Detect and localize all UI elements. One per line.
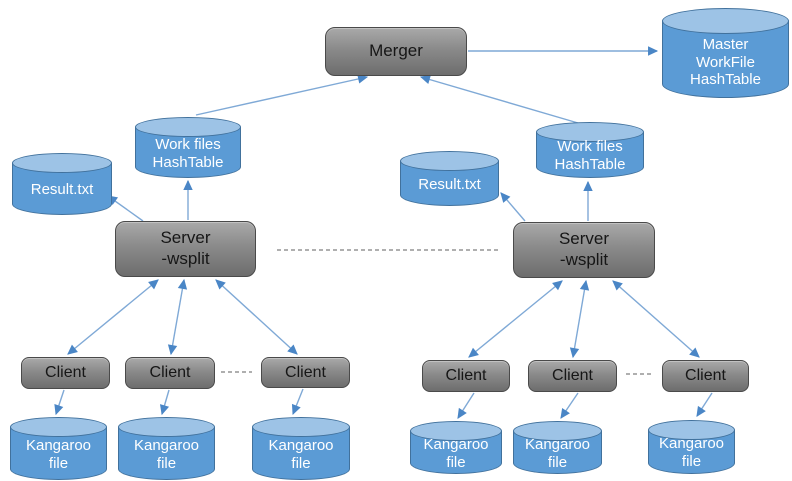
right-workfiles-hashtable-node: Work files HashTable: [536, 122, 644, 178]
edge-right-client2-kangaroo2: [560, 392, 579, 419]
left-client-1-label: Client: [45, 364, 86, 382]
cylinder-top: [513, 421, 602, 441]
left-client-3-node: Client: [261, 357, 350, 388]
cylinder-top: [648, 420, 735, 440]
cylinder-top: [252, 417, 350, 437]
cylinder-top: [10, 417, 107, 437]
right-client-3-node: Client: [662, 360, 749, 392]
right-server-label: Server -wsplit: [558, 229, 610, 269]
cylinder-top: [118, 417, 215, 437]
cylinder-top: [662, 8, 789, 34]
right-client-3-label: Client: [685, 367, 726, 385]
right-kangaroo-file-1-label: Kangaroo file: [423, 435, 489, 471]
right-kangaroo-file-1-node: Kangaroo file: [410, 421, 502, 474]
cylinder-top: [410, 421, 502, 441]
left-client-2-label: Client: [149, 364, 191, 382]
right-server-node: Server -wsplit: [513, 222, 655, 278]
right-kangaroo-file-3-label: Kangaroo file: [658, 435, 725, 470]
edge-left-server-client-1: [67, 279, 159, 355]
edge-right-server-client-3: [612, 280, 700, 358]
edge-left-client2-kangaroo2: [159, 389, 170, 416]
left-client-2-node: Client: [125, 357, 215, 389]
right-kangaroo-file-2-node: Kangaroo file: [513, 421, 602, 474]
cylinder-top: [536, 122, 644, 142]
left-workfiles-hashtable-label: Work files HashTable: [152, 135, 224, 171]
left-kangaroo-file-1-node: Kangaroo file: [10, 417, 107, 480]
left-kangaroo-file-3-label: Kangaroo file: [268, 436, 334, 472]
edge-left-workfiles-to-merger: [195, 74, 369, 116]
edge-left-server-client-3: [215, 279, 298, 355]
right-client-2-label: Client: [552, 367, 593, 385]
cylinder-top: [135, 117, 241, 137]
left-client-3-label: Client: [285, 363, 326, 381]
left-kangaroo-file-2-node: Kangaroo file: [118, 417, 215, 480]
edge-right-server-client-1: [468, 280, 563, 358]
right-workfiles-hashtable-label: Work files HashTable: [554, 138, 626, 173]
right-client-1-label: Client: [445, 367, 487, 385]
merger-label: Merger: [369, 41, 423, 61]
left-kangaroo-file-1-label: Kangaroo file: [25, 436, 92, 472]
edge-right-server-client-2: [569, 279, 590, 359]
left-kangaroo-file-2-label: Kangaroo file: [133, 436, 200, 472]
right-client-1-node: Client: [422, 360, 510, 392]
right-kangaroo-file-2-label: Kangaroo file: [524, 435, 591, 471]
cylinder-top: [12, 153, 112, 173]
edge-left-server-client-2: [167, 278, 188, 356]
edge-right-client3-kangaroo3: [696, 392, 713, 417]
right-client-2-node: Client: [528, 360, 617, 392]
cylinder-top: [400, 151, 499, 171]
edge-right-server-to-result: [500, 192, 526, 222]
left-kangaroo-file-3-node: Kangaroo file: [252, 417, 350, 480]
left-result-file-label: Result.txt: [30, 181, 94, 199]
edge-right-client1-kangaroo1: [457, 392, 475, 419]
master-workfile-hashtable-label: Master WorkFile HashTable: [690, 35, 761, 89]
right-result-file-label: Result.txt: [418, 175, 481, 193]
edge-left-server-to-result: [107, 195, 144, 222]
merger-node: Merger: [325, 27, 467, 76]
left-workfiles-hashtable-node: Work files HashTable: [135, 117, 241, 178]
left-result-file-node: Result.txt: [12, 153, 112, 215]
edge-left-client1-kangaroo1: [54, 389, 65, 416]
edge-left-client3-kangaroo3: [291, 388, 304, 416]
right-result-file-node: Result.txt: [400, 151, 499, 206]
left-server-node: Server -wsplit: [115, 221, 256, 277]
edge-right-workfiles-to-merger: [419, 75, 579, 124]
master-workfile-hashtable-node: Master WorkFile HashTable: [662, 8, 789, 98]
left-client-1-node: Client: [21, 357, 110, 389]
left-server-label: Server -wsplit: [160, 228, 211, 268]
right-kangaroo-file-3-node: Kangaroo file: [648, 420, 735, 474]
